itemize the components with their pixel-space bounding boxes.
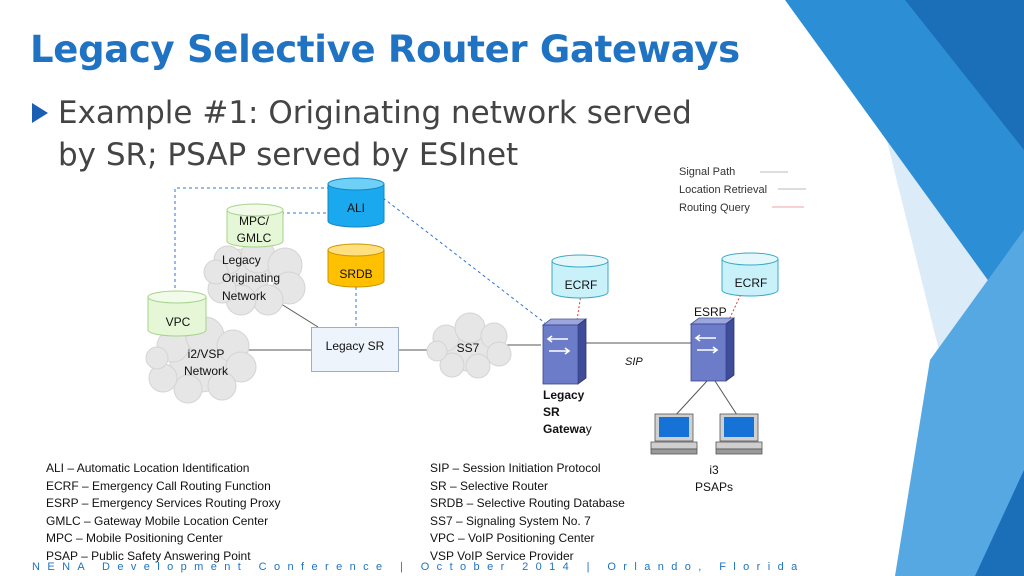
legacy-net-line-1: Legacy xyxy=(222,253,261,267)
i3-line-1: i3 xyxy=(709,463,719,477)
glossary-item: ESRP – Emergency Services Routing Proxy xyxy=(46,496,281,510)
sip-label: SIP xyxy=(625,356,643,368)
vpc-label: VPC xyxy=(165,315,191,329)
mpc-label-line-2: GMLC xyxy=(236,231,272,245)
gateway-line-3-bold: Gatewa xyxy=(543,422,586,436)
glossary-item: SRDB – Selective Routing Database xyxy=(430,496,625,510)
legacy-net-line-3: Network xyxy=(222,289,267,303)
ecrf-database-icon-2 xyxy=(721,252,779,297)
mpc-label-line-1: MPC/ xyxy=(239,214,269,228)
glossary-item: MPC – Mobile Positioning Center xyxy=(46,531,223,545)
glossary-item: VSP VoIP Service Provider xyxy=(430,548,574,563)
mpc-server-icon xyxy=(226,203,284,248)
vpc-server-icon xyxy=(147,290,207,337)
i2vsp-network-label: i2/VSP Network xyxy=(168,346,244,380)
gateway-line-3: Gateway xyxy=(543,421,592,438)
ali-label: ALI xyxy=(346,201,365,215)
glossary-item: SS7 – Signaling System No. 7 xyxy=(430,513,591,528)
glossary-left: ALI – Automatic Location Identification … xyxy=(46,460,281,565)
legacy-net-line-2: Originating xyxy=(222,271,281,285)
glossary-item: GMLC – Gateway Mobile Location Center xyxy=(46,513,269,528)
i2vsp-line-1: i2/VSP xyxy=(187,347,225,361)
i3-line-2: PSAPs xyxy=(694,480,733,494)
legend-location-retrieval: Location Retrieval xyxy=(679,184,768,196)
srdb-label: SRDB xyxy=(339,267,373,281)
psap-computer-icon-1 xyxy=(650,413,698,455)
legacy-sr-gateway-label: Legacy SR Gateway xyxy=(543,387,592,438)
ecrf-label-2: ECRF xyxy=(734,276,768,290)
legend-signal-path: Signal Path xyxy=(679,166,736,178)
bullet-text: Example #1: Originating network served b… xyxy=(58,92,692,176)
i3-psaps-label: i3 PSAPs xyxy=(684,462,744,496)
gateway-line-1: Legacy xyxy=(543,388,585,402)
bullet-line-2: by SR; PSAP served by ESInet xyxy=(58,137,519,173)
cloud-legacy-originating-network xyxy=(203,238,306,316)
footer-conference: NENA Development Conference | October 20… xyxy=(32,561,805,573)
gateway-line-2: SR xyxy=(543,405,560,419)
signal-path-esrp-psap1 xyxy=(672,380,708,419)
ss7-label: SS7 xyxy=(456,341,480,355)
signal-path-esrp-psap2 xyxy=(714,380,740,419)
glossary-item: VPC – VoIP Positioning Center xyxy=(430,531,595,545)
legend-routing-query: Routing Query xyxy=(679,202,750,214)
page-title: Legacy Selective Router Gateways xyxy=(30,28,740,71)
psap-computer-icon-2 xyxy=(715,413,763,455)
legacy-sr-label: Legacy SR xyxy=(325,339,385,353)
srdb-database-icon xyxy=(327,243,385,288)
glossary-item: ECRF – Emergency Call Routing Function xyxy=(46,478,271,493)
esrp-label: ESRP xyxy=(694,305,727,319)
cloud-ss7 xyxy=(426,312,512,379)
cloud-i2vsp-network xyxy=(145,316,257,404)
legacy-originating-network-label: Legacy Originating Network xyxy=(222,251,280,305)
glossary-item: ALI – Automatic Location Identification xyxy=(46,461,250,475)
bullet-line-1: Example #1: Originating network served xyxy=(58,95,692,131)
routing-query-esrp-ecrf xyxy=(727,291,743,323)
bullet-arrow-icon xyxy=(32,103,48,123)
glossary-item: SR – Selective Router xyxy=(430,478,549,493)
glossary-item: SIP – Session Initiation Protocol xyxy=(430,461,601,475)
legacy-sr-box xyxy=(311,327,399,372)
glossary-right: SIP – Session Initiation Protocol SR – S… xyxy=(430,460,625,565)
ali-database-icon xyxy=(327,177,385,228)
esrp-device-icon xyxy=(689,317,736,382)
ecrf-database-icon-1 xyxy=(551,254,609,299)
glossary-item: PSAP – Public Safety Answering Point xyxy=(46,548,251,563)
location-retrieval-ali-gateway xyxy=(382,197,546,324)
i2vsp-line-2: Network xyxy=(183,364,228,378)
ecrf-label-1: ECRF xyxy=(564,278,598,292)
mpc-gmlc-label: MPC/ GMLC xyxy=(225,213,283,247)
gateway-line-3-tail: y xyxy=(585,422,592,436)
legacy-sr-gateway-device-icon xyxy=(541,318,588,385)
